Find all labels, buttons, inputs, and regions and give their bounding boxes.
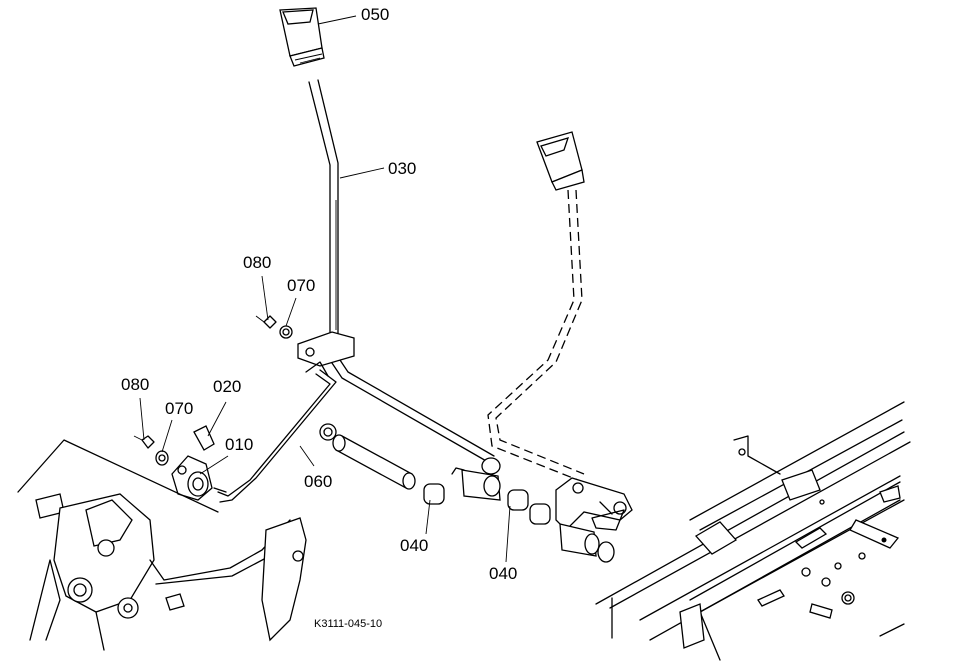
label-040-right: 040 [489,564,517,583]
tractor-frame [595,401,911,661]
label-050: 050 [361,5,389,24]
bracket-upper [255,315,355,367]
shift-housing [17,439,307,651]
label-060: 060 [304,472,332,491]
label-010: 010 [225,435,253,454]
pivot-assembly-010 [133,425,227,501]
knob-050 [279,7,325,67]
label-070-upper: 070 [287,276,315,295]
label-080-upper: 080 [243,253,271,272]
label-080-lower: 080 [121,375,149,394]
label-020: 020 [213,377,241,396]
label-070-lower: 070 [165,399,193,418]
label-030: 030 [388,159,416,178]
leader-lines [139,15,511,563]
drawing-code: K3111-045-10 [314,618,382,630]
lever-030 [308,79,501,475]
label-040-left: 040 [400,536,428,555]
lever-bracket [555,477,633,531]
pin-and-bushings-040 [319,423,615,563]
lever-secondary [487,131,585,481]
link-rod-060 [217,361,337,503]
